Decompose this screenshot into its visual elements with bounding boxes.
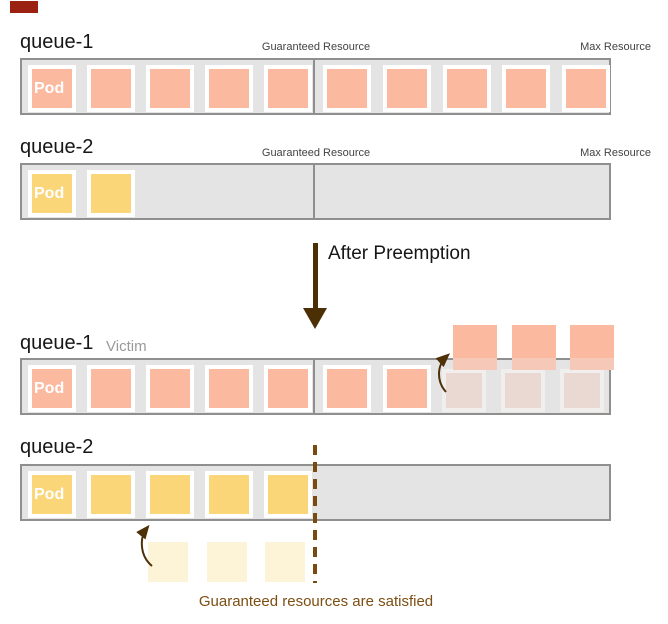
corner-marker bbox=[10, 1, 38, 13]
pod-square bbox=[264, 65, 312, 112]
guaranteed-divider bbox=[313, 358, 315, 415]
incoming-pod bbox=[265, 542, 305, 582]
pod-square bbox=[323, 65, 371, 112]
pod-square bbox=[87, 65, 135, 112]
preemption-arrow-head bbox=[303, 308, 327, 329]
pod-square bbox=[502, 65, 550, 112]
pod-square bbox=[87, 365, 135, 412]
queue2-before-bar: Pod bbox=[20, 163, 611, 220]
eviction-arrow bbox=[435, 353, 450, 393]
pod-square bbox=[323, 365, 371, 412]
pod-label: Pod bbox=[34, 485, 65, 503]
pod-square bbox=[562, 65, 610, 112]
pod-square bbox=[87, 170, 135, 217]
queue2-max-label: Max Resource bbox=[580, 147, 651, 159]
preemption-arrow bbox=[313, 243, 318, 310]
pod-square bbox=[383, 365, 431, 412]
evicted-pod-slot bbox=[442, 369, 486, 412]
queue1-before-title: queue-1 bbox=[20, 31, 94, 53]
pod-square bbox=[87, 471, 135, 518]
guaranteed-caption: Guaranteed resources are satisfied bbox=[198, 593, 434, 610]
guaranteed-dashed-line bbox=[313, 445, 317, 583]
guaranteed-divider bbox=[313, 163, 315, 220]
pod-square: Pod bbox=[28, 65, 76, 112]
queue1-after-title: queue-1 bbox=[20, 332, 94, 354]
queue2-guaranteed-label: Guaranteed Resource bbox=[261, 147, 371, 159]
guaranteed-divider bbox=[313, 58, 315, 115]
pod-square bbox=[205, 471, 253, 518]
transition-label: After Preemption bbox=[328, 243, 471, 264]
pod-square bbox=[146, 365, 194, 412]
admission-arrow bbox=[136, 524, 153, 567]
evicted-pod bbox=[512, 325, 556, 370]
pod-label: Pod bbox=[34, 79, 65, 97]
evicted-pod bbox=[570, 325, 614, 370]
queue1-before-bar: Pod bbox=[20, 58, 611, 115]
pod-square bbox=[443, 65, 491, 112]
pod-square-fill: Pod bbox=[32, 174, 72, 213]
pod-square: Pod bbox=[28, 365, 76, 412]
pod-square bbox=[264, 365, 312, 412]
pod-square bbox=[264, 471, 312, 518]
victim-label: Victim bbox=[106, 338, 147, 355]
pod-square bbox=[205, 65, 253, 112]
incoming-pod bbox=[148, 542, 188, 582]
pod-square-fill: Pod bbox=[32, 475, 72, 514]
pod-square bbox=[383, 65, 431, 112]
pod-square bbox=[205, 365, 253, 412]
pod-square bbox=[146, 65, 194, 112]
queue2-before-title: queue-2 bbox=[20, 136, 94, 158]
queue1-guaranteed-label: Guaranteed Resource bbox=[261, 41, 371, 53]
pod-square: Pod bbox=[28, 471, 76, 518]
queue1-max-label: Max Resource bbox=[580, 41, 651, 53]
queue2-after-title: queue-2 bbox=[20, 436, 94, 458]
evicted-pod bbox=[453, 325, 497, 370]
pod-square: Pod bbox=[28, 170, 76, 217]
incoming-pod bbox=[207, 542, 247, 582]
pod-square-fill: Pod bbox=[32, 69, 72, 108]
pod-label: Pod bbox=[34, 184, 65, 202]
pod-square bbox=[146, 471, 194, 518]
evicted-pod-slot bbox=[560, 369, 604, 412]
evicted-pod-slot bbox=[501, 369, 545, 412]
pod-square-fill: Pod bbox=[32, 369, 72, 408]
pod-label: Pod bbox=[34, 379, 65, 397]
